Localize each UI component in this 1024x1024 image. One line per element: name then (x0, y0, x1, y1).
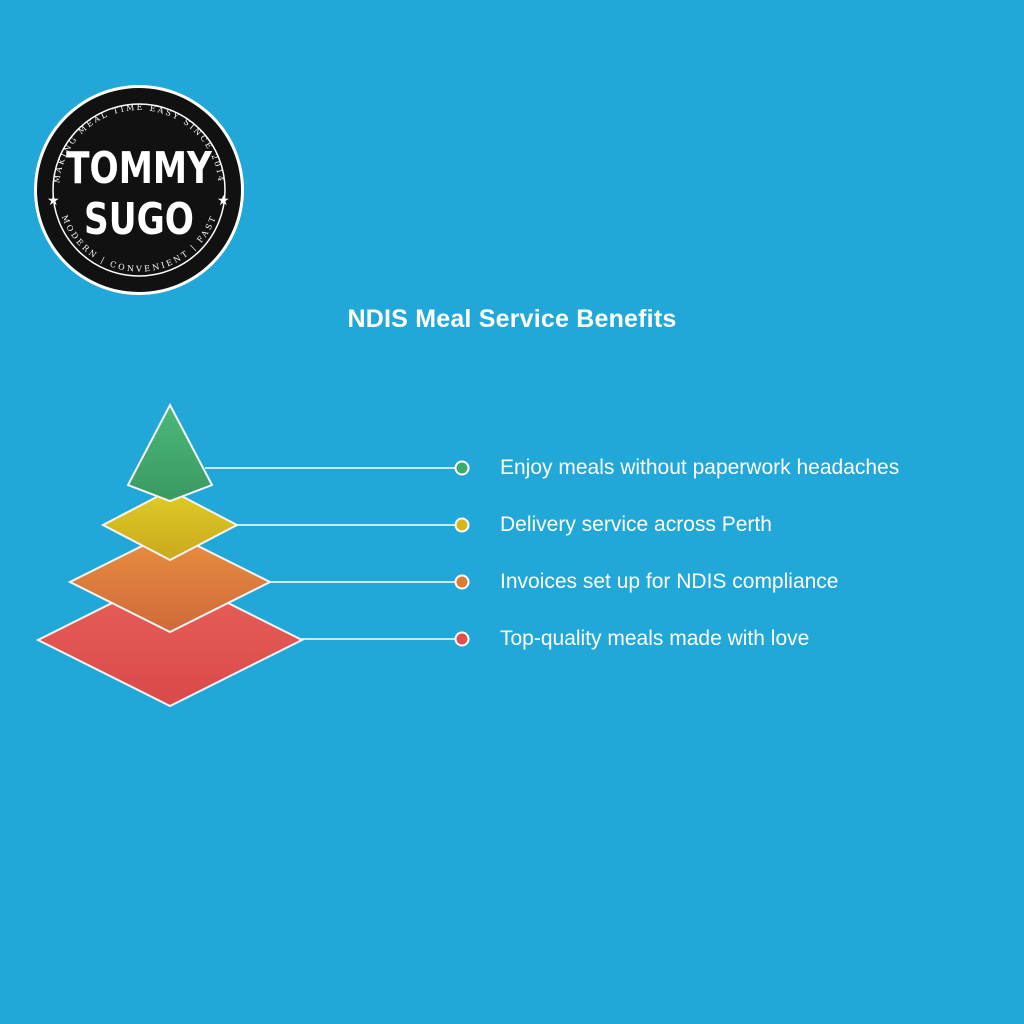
pyramid-level-1 (126, 402, 214, 503)
logo-star-left-icon: ★ (47, 193, 60, 209)
pyramid-level-3 (67, 530, 273, 634)
tommy-sugo-logo: MAKING MEAL TIME EASY SINCE 2014 MODERN … (34, 85, 244, 295)
diagram-title: NDIS Meal Service Benefits (347, 305, 677, 333)
marker-dot-level-1 (454, 460, 470, 476)
level-4-label: Top-quality meals made with love (500, 627, 810, 650)
marker-dot-level-3 (454, 574, 470, 590)
logo-brand-line2: SUGO (84, 194, 194, 245)
level-2-label: Delivery service across Perth (500, 513, 772, 536)
marker-dot-level-4 (454, 631, 470, 647)
pyramid-level-4 (35, 572, 305, 708)
pyramid-level-2 (100, 488, 240, 562)
logo-brand-line1: TOMMY (66, 143, 212, 194)
level-3-label: Invoices set up for NDIS compliance (500, 570, 839, 593)
logo-star-right-icon: ★ (217, 193, 230, 209)
marker-dot-level-2 (454, 517, 470, 533)
level-1-label: Enjoy meals without paperwork headaches (500, 456, 900, 479)
